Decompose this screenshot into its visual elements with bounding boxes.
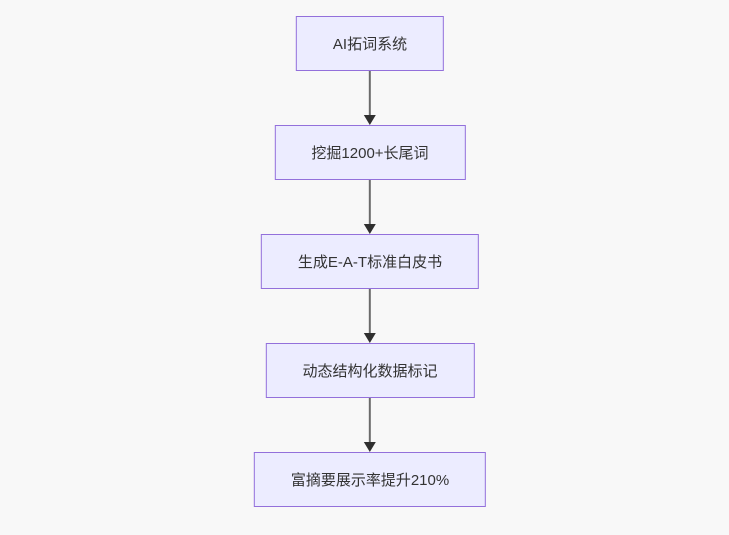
arrow-down-icon [364, 224, 376, 234]
edge-line [369, 398, 371, 442]
edge-line [369, 180, 371, 224]
flow-node-longtail-keywords: 挖掘1200+长尾词 [274, 125, 466, 180]
arrow-down-icon [364, 333, 376, 343]
edge-line [369, 289, 371, 333]
flow-node-eat-whitepaper: 生成E-A-T标准白皮书 [260, 234, 480, 289]
flow-edge-3-4 [364, 289, 376, 343]
flow-edge-2-3 [364, 180, 376, 234]
edge-line [369, 71, 371, 115]
arrow-down-icon [364, 115, 376, 125]
flow-node-structured-data-markup: 动态结构化数据标记 [265, 343, 475, 398]
flow-edge-1-2 [364, 71, 376, 125]
arrow-down-icon [364, 442, 376, 452]
flow-edge-4-5 [364, 398, 376, 452]
flow-node-ai-keyword-system: AI拓词系统 [295, 16, 445, 71]
flowchart: AI拓词系统 挖掘1200+长尾词 生成E-A-T标准白皮书 动态结构化数据标记… [253, 16, 487, 507]
flow-node-rich-snippet-rate: 富摘要展示率提升210% [253, 452, 487, 507]
